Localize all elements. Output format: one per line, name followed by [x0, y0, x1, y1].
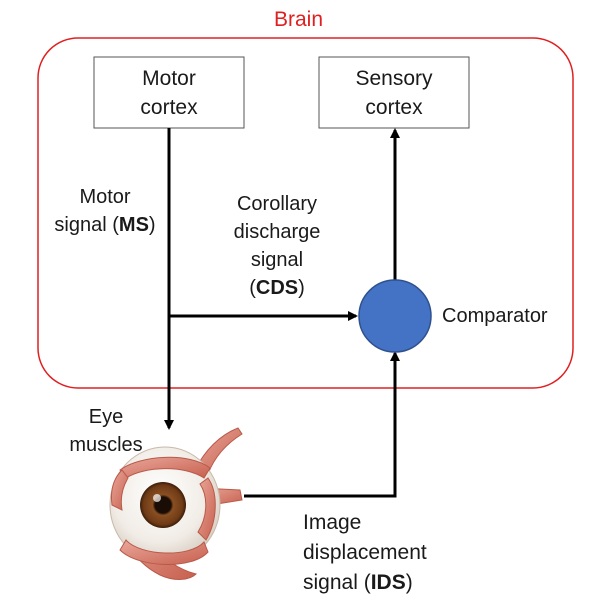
eye-muscles-line2: muscles	[69, 434, 143, 456]
motor-signal-line1: Motor	[79, 186, 131, 208]
motor-cortex-label: Motor cortex	[94, 64, 244, 122]
ids-prefix: signal (	[303, 571, 371, 594]
ids-abbr: IDS	[370, 571, 406, 594]
ids-arrow	[244, 351, 400, 498]
ids-suffix: )	[405, 571, 413, 594]
sensory-cortex-label: Sensory cortex	[319, 64, 469, 122]
cds-label: Corollary discharge signal (CDS)	[212, 190, 342, 302]
sensory-cortex-line1: Sensory	[355, 67, 433, 90]
motor-signal-abbr: MS	[118, 214, 149, 236]
motor-signal-line2: signal (MS)	[40, 211, 170, 239]
motor-cortex-line1: Motor	[142, 67, 196, 90]
sensory-cortex-box	[318, 56, 470, 129]
comparator-node	[358, 279, 432, 353]
ids-line1: Image	[303, 511, 362, 534]
motor-signal-suffix: )	[148, 214, 156, 236]
eye-muscles-line1: Eye	[88, 406, 124, 428]
cds-line3: signal	[250, 249, 304, 271]
cds-abbr: CDS	[255, 277, 299, 299]
motor-signal-prefix: signal (	[54, 214, 119, 236]
motor-cortex-box	[93, 56, 245, 129]
cds-prefix: (	[249, 277, 256, 299]
brain-label: Brain	[274, 8, 324, 31]
eye-muscles-label: Eye muscles	[56, 403, 156, 459]
comparator-label: Comparator	[442, 305, 548, 327]
ids-label: Image displacement signal (IDS)	[303, 508, 427, 598]
eyeball-with-muscles-icon	[109, 427, 243, 580]
cds-line1: Corollary	[236, 193, 318, 215]
cds-line2: discharge	[233, 221, 321, 243]
brain-boundary	[37, 37, 574, 389]
cds-line4: (CDS)	[212, 274, 342, 302]
cds-suffix: )	[298, 277, 305, 299]
motor-cortex-line2: cortex	[140, 96, 198, 119]
motor-signal-label: Motor signal (MS)	[40, 183, 170, 239]
ids-line3: signal (IDS)	[303, 568, 427, 598]
sensory-cortex-line2: cortex	[365, 96, 423, 119]
ids-line2: displacement	[303, 541, 427, 564]
